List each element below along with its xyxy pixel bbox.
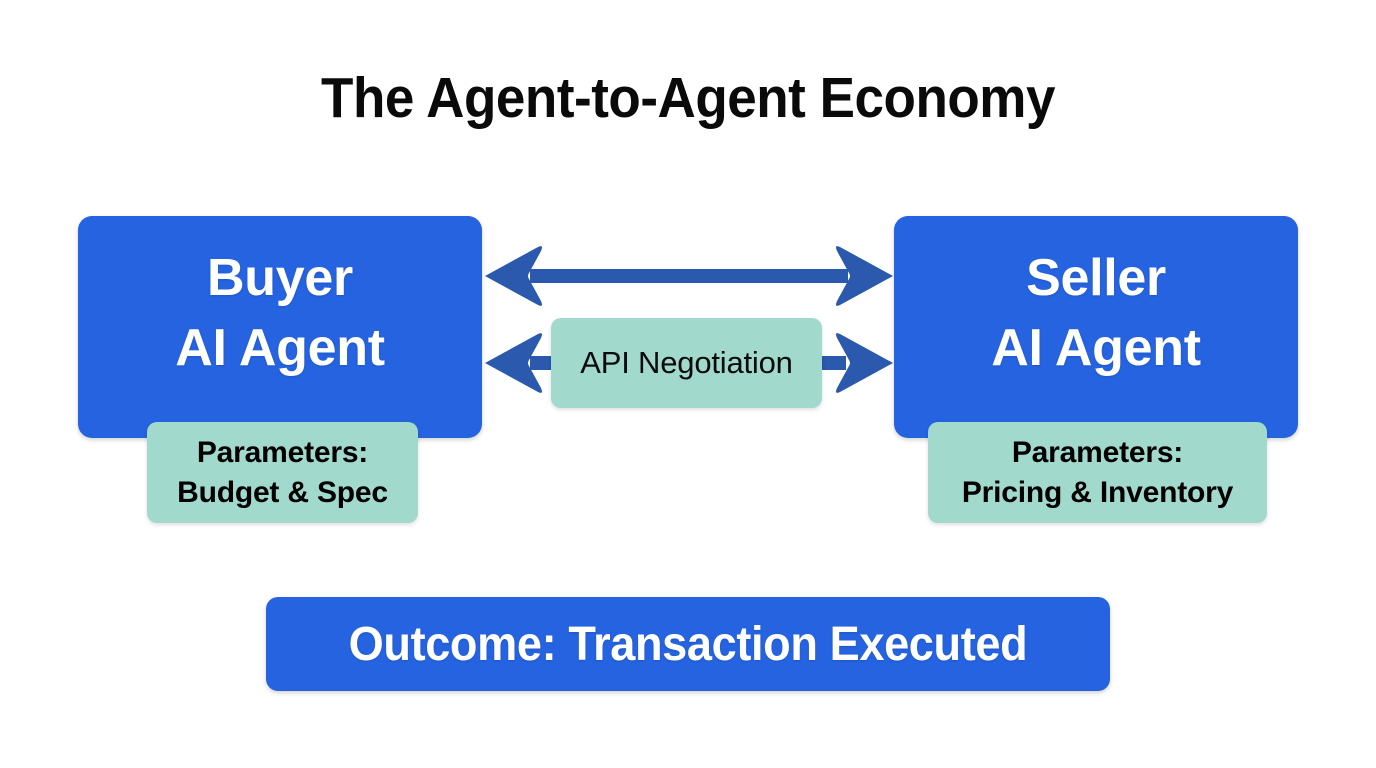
seller-agent-card[interactable]: Seller AI Agent [894,216,1298,438]
seller-parameters-label: Parameters: Pricing & Inventory [961,435,1234,509]
buyer-parameters-chip[interactable]: Parameters: Budget & Spec [147,422,418,523]
seller-agent-label: Seller AI Agent [991,248,1201,377]
api-negotiation-label: API Negotiation [580,345,793,380]
seller-parameters-chip[interactable]: Parameters: Pricing & Inventory [928,422,1267,523]
buyer-agent-card[interactable]: Buyer AI Agent [78,216,482,438]
bidirectional-exchange-arrow [485,246,893,306]
api-negotiation-chip[interactable]: API Negotiation [551,318,822,408]
buyer-agent-label: Buyer AI Agent [175,248,385,377]
negotiation-arrow-right [818,333,893,393]
outcome-banner[interactable]: Outcome: Transaction Executed [266,597,1110,691]
outcome-label: Outcome: Transaction Executed [348,617,1028,671]
buyer-parameters-label: Parameters: Budget & Spec [177,435,388,509]
page-title: The Agent-to-Agent Economy [321,66,1055,130]
negotiation-arrow-left [485,333,558,393]
